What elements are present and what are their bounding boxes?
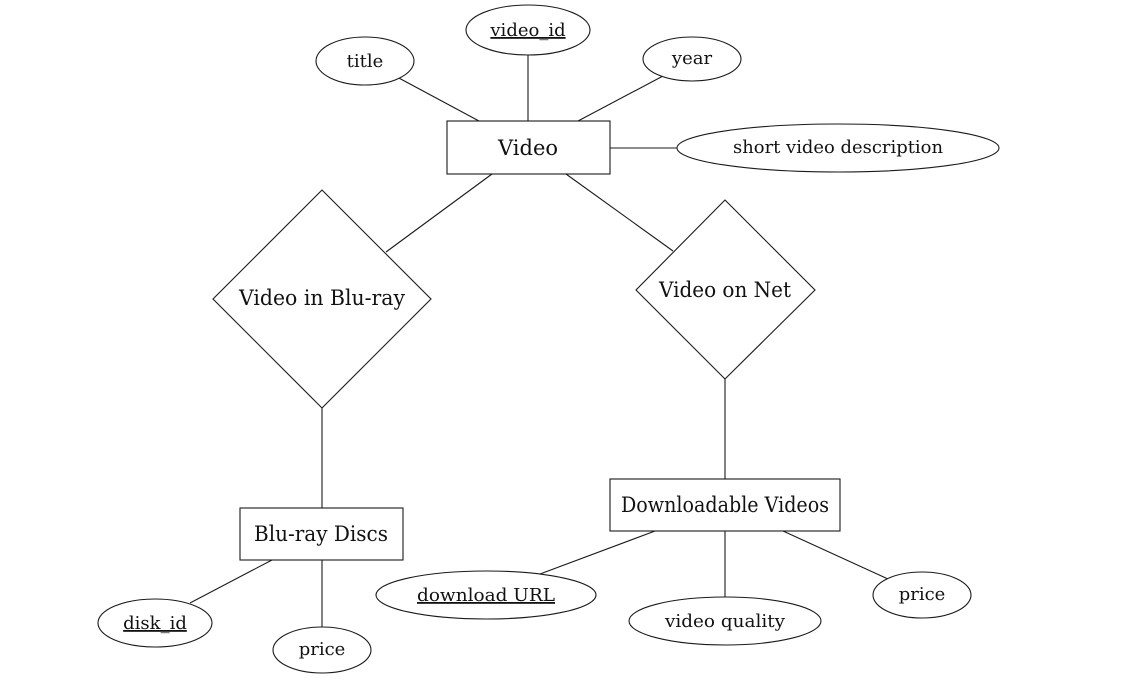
entity-video: Video <box>446 120 611 175</box>
attribute-title-shape <box>315 36 415 86</box>
attribute-year: year <box>642 36 742 82</box>
attribute-download-price: price <box>872 571 972 619</box>
relationship-video-on-net: Video on Net <box>635 199 816 380</box>
edge-video-title <box>396 76 480 122</box>
attribute-disk-id-shape <box>97 598 213 648</box>
attribute-disk-id: disk_id <box>97 598 213 648</box>
attribute-year-label: year <box>671 48 713 69</box>
attribute-title: title <box>315 36 415 86</box>
relationship-video-on-net-diamond <box>635 199 816 380</box>
entity-downloadable-videos-box <box>609 478 841 532</box>
edge-downloadable-url <box>539 530 656 575</box>
entity-downloadable-videos: Downloadable Videos <box>609 478 841 532</box>
attribute-download-price-shape <box>872 571 972 619</box>
entity-video-box <box>446 120 611 175</box>
relationship-video-in-bluray-diamond <box>212 189 432 409</box>
attribute-video-quality-label: video quality <box>664 611 786 632</box>
entity-bluray-discs: Blu-ray Discs <box>239 507 404 561</box>
attribute-short-description: short video description <box>676 123 1000 173</box>
entity-bluray-discs-label: Blu-ray Discs <box>254 522 388 546</box>
attribute-year-shape <box>642 36 742 82</box>
attribute-bluray-price-shape <box>272 626 372 674</box>
relationship-video-in-bluray: Video in Blu-ray <box>212 189 432 409</box>
relationship-video-on-net-label: Video on Net <box>658 278 791 302</box>
attribute-video-id-shape <box>465 4 591 56</box>
attribute-download-url-label: download URL <box>417 585 555 606</box>
entity-video-label: Video <box>497 136 558 160</box>
attribute-download-url: download URL <box>375 570 597 620</box>
attribute-video-quality: video quality <box>628 596 822 646</box>
entity-bluray-discs-box <box>239 507 404 561</box>
attribute-bluray-price: price <box>272 626 372 674</box>
attribute-download-price-label: price <box>899 584 946 605</box>
relationship-video-in-bluray-label: Video in Blu-ray <box>238 286 405 310</box>
attribute-video-id: video_id <box>465 4 591 56</box>
entity-downloadable-videos-label: Downloadable Videos <box>621 493 829 517</box>
attribute-disk-id-label: disk_id <box>123 613 187 634</box>
attribute-video-quality-shape <box>628 596 822 646</box>
attribute-bluray-price-label: price <box>299 639 346 660</box>
edge-video-rel-bluray <box>385 173 493 253</box>
edge-downloadable-price <box>782 530 889 580</box>
edge-discs-disk-id <box>189 559 273 604</box>
attribute-title-label: title <box>347 51 384 72</box>
edge-video-rel-net <box>565 173 674 252</box>
connectors <box>189 55 889 627</box>
attribute-download-url-shape <box>375 570 597 620</box>
edge-video-year <box>577 75 664 122</box>
attribute-video-id-label: video_id <box>489 20 565 41</box>
attribute-short-description-label: short video description <box>733 137 943 158</box>
attribute-short-description-shape <box>676 123 1000 173</box>
